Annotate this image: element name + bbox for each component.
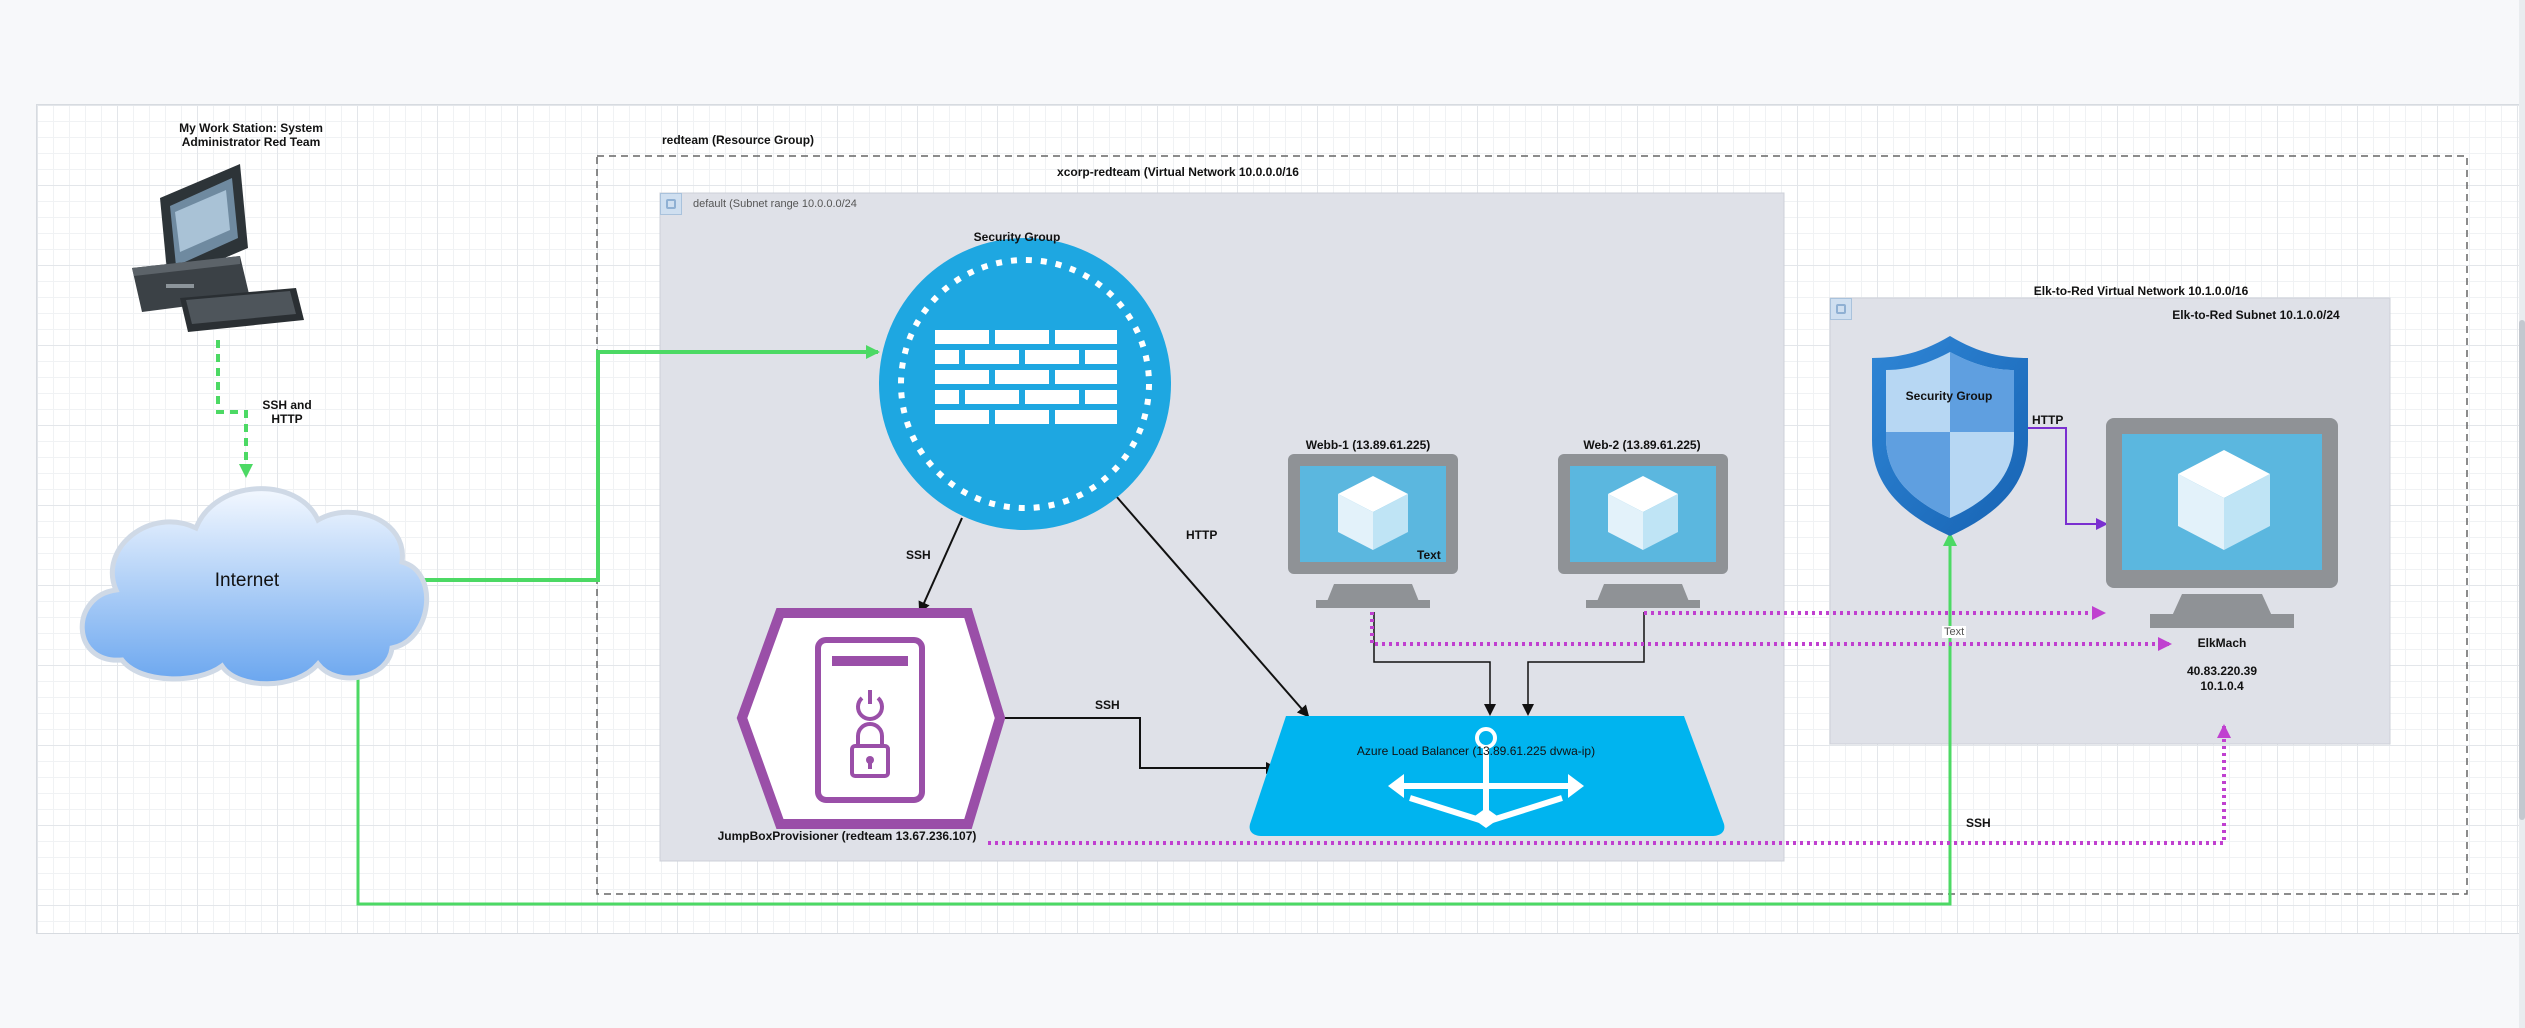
- elk-name-label: ElkMach: [2197, 636, 2247, 650]
- subnet-label: default (Subnet range 10.0.0.0/24: [693, 198, 857, 210]
- security-group-label: Security Group: [973, 230, 1061, 244]
- ssh-label: SSH: [906, 548, 931, 562]
- ssh-http-label: SSH and HTTP: [262, 398, 312, 426]
- elk-http-label: HTTP: [2032, 413, 2064, 427]
- link-internet-to-elk-security-group[interactable]: [356, 532, 1957, 906]
- jumpbox-ssh-label: SSH: [1095, 698, 1120, 712]
- load-balancer-label: Azure Load Balancer (13.89.61.225 dvwa-i…: [1356, 744, 1596, 758]
- vertical-scrollbar[interactable]: [2519, 0, 2525, 1028]
- jumpbox-server-icon[interactable]: [736, 608, 1006, 829]
- elk-ssh-label: SSH: [1966, 816, 1991, 830]
- link-security-group-to-load-balancer[interactable]: [1115, 495, 1310, 718]
- vnet-label: xcorp-redteam (Virtual Network 10.0.0.0/…: [1057, 165, 1299, 179]
- elk-vnet-label: Elk-to-Red Virtual Network 10.1.0.0/16: [2033, 284, 2249, 298]
- link-internet-to-security-group[interactable]: [412, 345, 880, 582]
- http-label: HTTP: [1186, 528, 1218, 542]
- internet-label: Internet: [214, 570, 280, 591]
- link-web1-to-load-balancer[interactable]: [1373, 612, 1496, 716]
- link-jumpbox-to-load-balancer[interactable]: [998, 717, 1278, 774]
- shield-security-group-icon[interactable]: [1872, 336, 2028, 536]
- azure-load-balancer-icon[interactable]: [1249, 716, 1725, 836]
- link-web2-to-load-balancer[interactable]: [1522, 612, 1645, 716]
- web1-inner-text: Text: [1417, 548, 1441, 562]
- elk-edge-text-label: Text: [1942, 626, 1967, 638]
- internet-cloud-icon[interactable]: [79, 486, 430, 687]
- link-elk-security-group-to-elk[interactable]: [2018, 427, 2108, 530]
- scrollbar-thumb[interactable]: [2519, 320, 2525, 820]
- web2-label: Web-2 (13.89.61.225): [1583, 438, 1701, 452]
- web1-vm-monitor-icon[interactable]: [1288, 454, 1458, 608]
- elk-ip-public: 40.83.220.39: [2186, 664, 2258, 678]
- elk-subnet-label: Elk-to-Red Subnet 10.1.0.0/24: [2172, 308, 2340, 322]
- resource-group-boundary[interactable]: [596, 155, 2468, 895]
- elk-subnet-group-icon[interactable]: [1830, 298, 1852, 320]
- link-security-group-to-jumpbox[interactable]: [918, 517, 963, 614]
- elk-security-group-label: Security Group: [1905, 389, 1993, 403]
- elk-vm-monitor-icon[interactable]: [2106, 418, 2338, 628]
- workstation-computer-icon[interactable]: [132, 164, 304, 332]
- resource-group-label: redteam (Resource Group): [662, 133, 815, 147]
- link-workstation-to-internet[interactable]: [216, 340, 253, 478]
- firewall-security-group-icon[interactable]: [879, 238, 1171, 530]
- elk-ip-private: 10.1.0.4: [2200, 679, 2244, 693]
- subnet-group-icon[interactable]: [660, 193, 682, 215]
- workstation-label: My Work Station: System Administrator Re…: [179, 121, 323, 149]
- web2-vm-monitor-icon[interactable]: [1558, 454, 1728, 608]
- web1-label: Webb-1 (13.89.61.225): [1305, 438, 1431, 452]
- jumpbox-label: JumpBoxProvisioner (redteam 13.67.236.10…: [717, 829, 977, 843]
